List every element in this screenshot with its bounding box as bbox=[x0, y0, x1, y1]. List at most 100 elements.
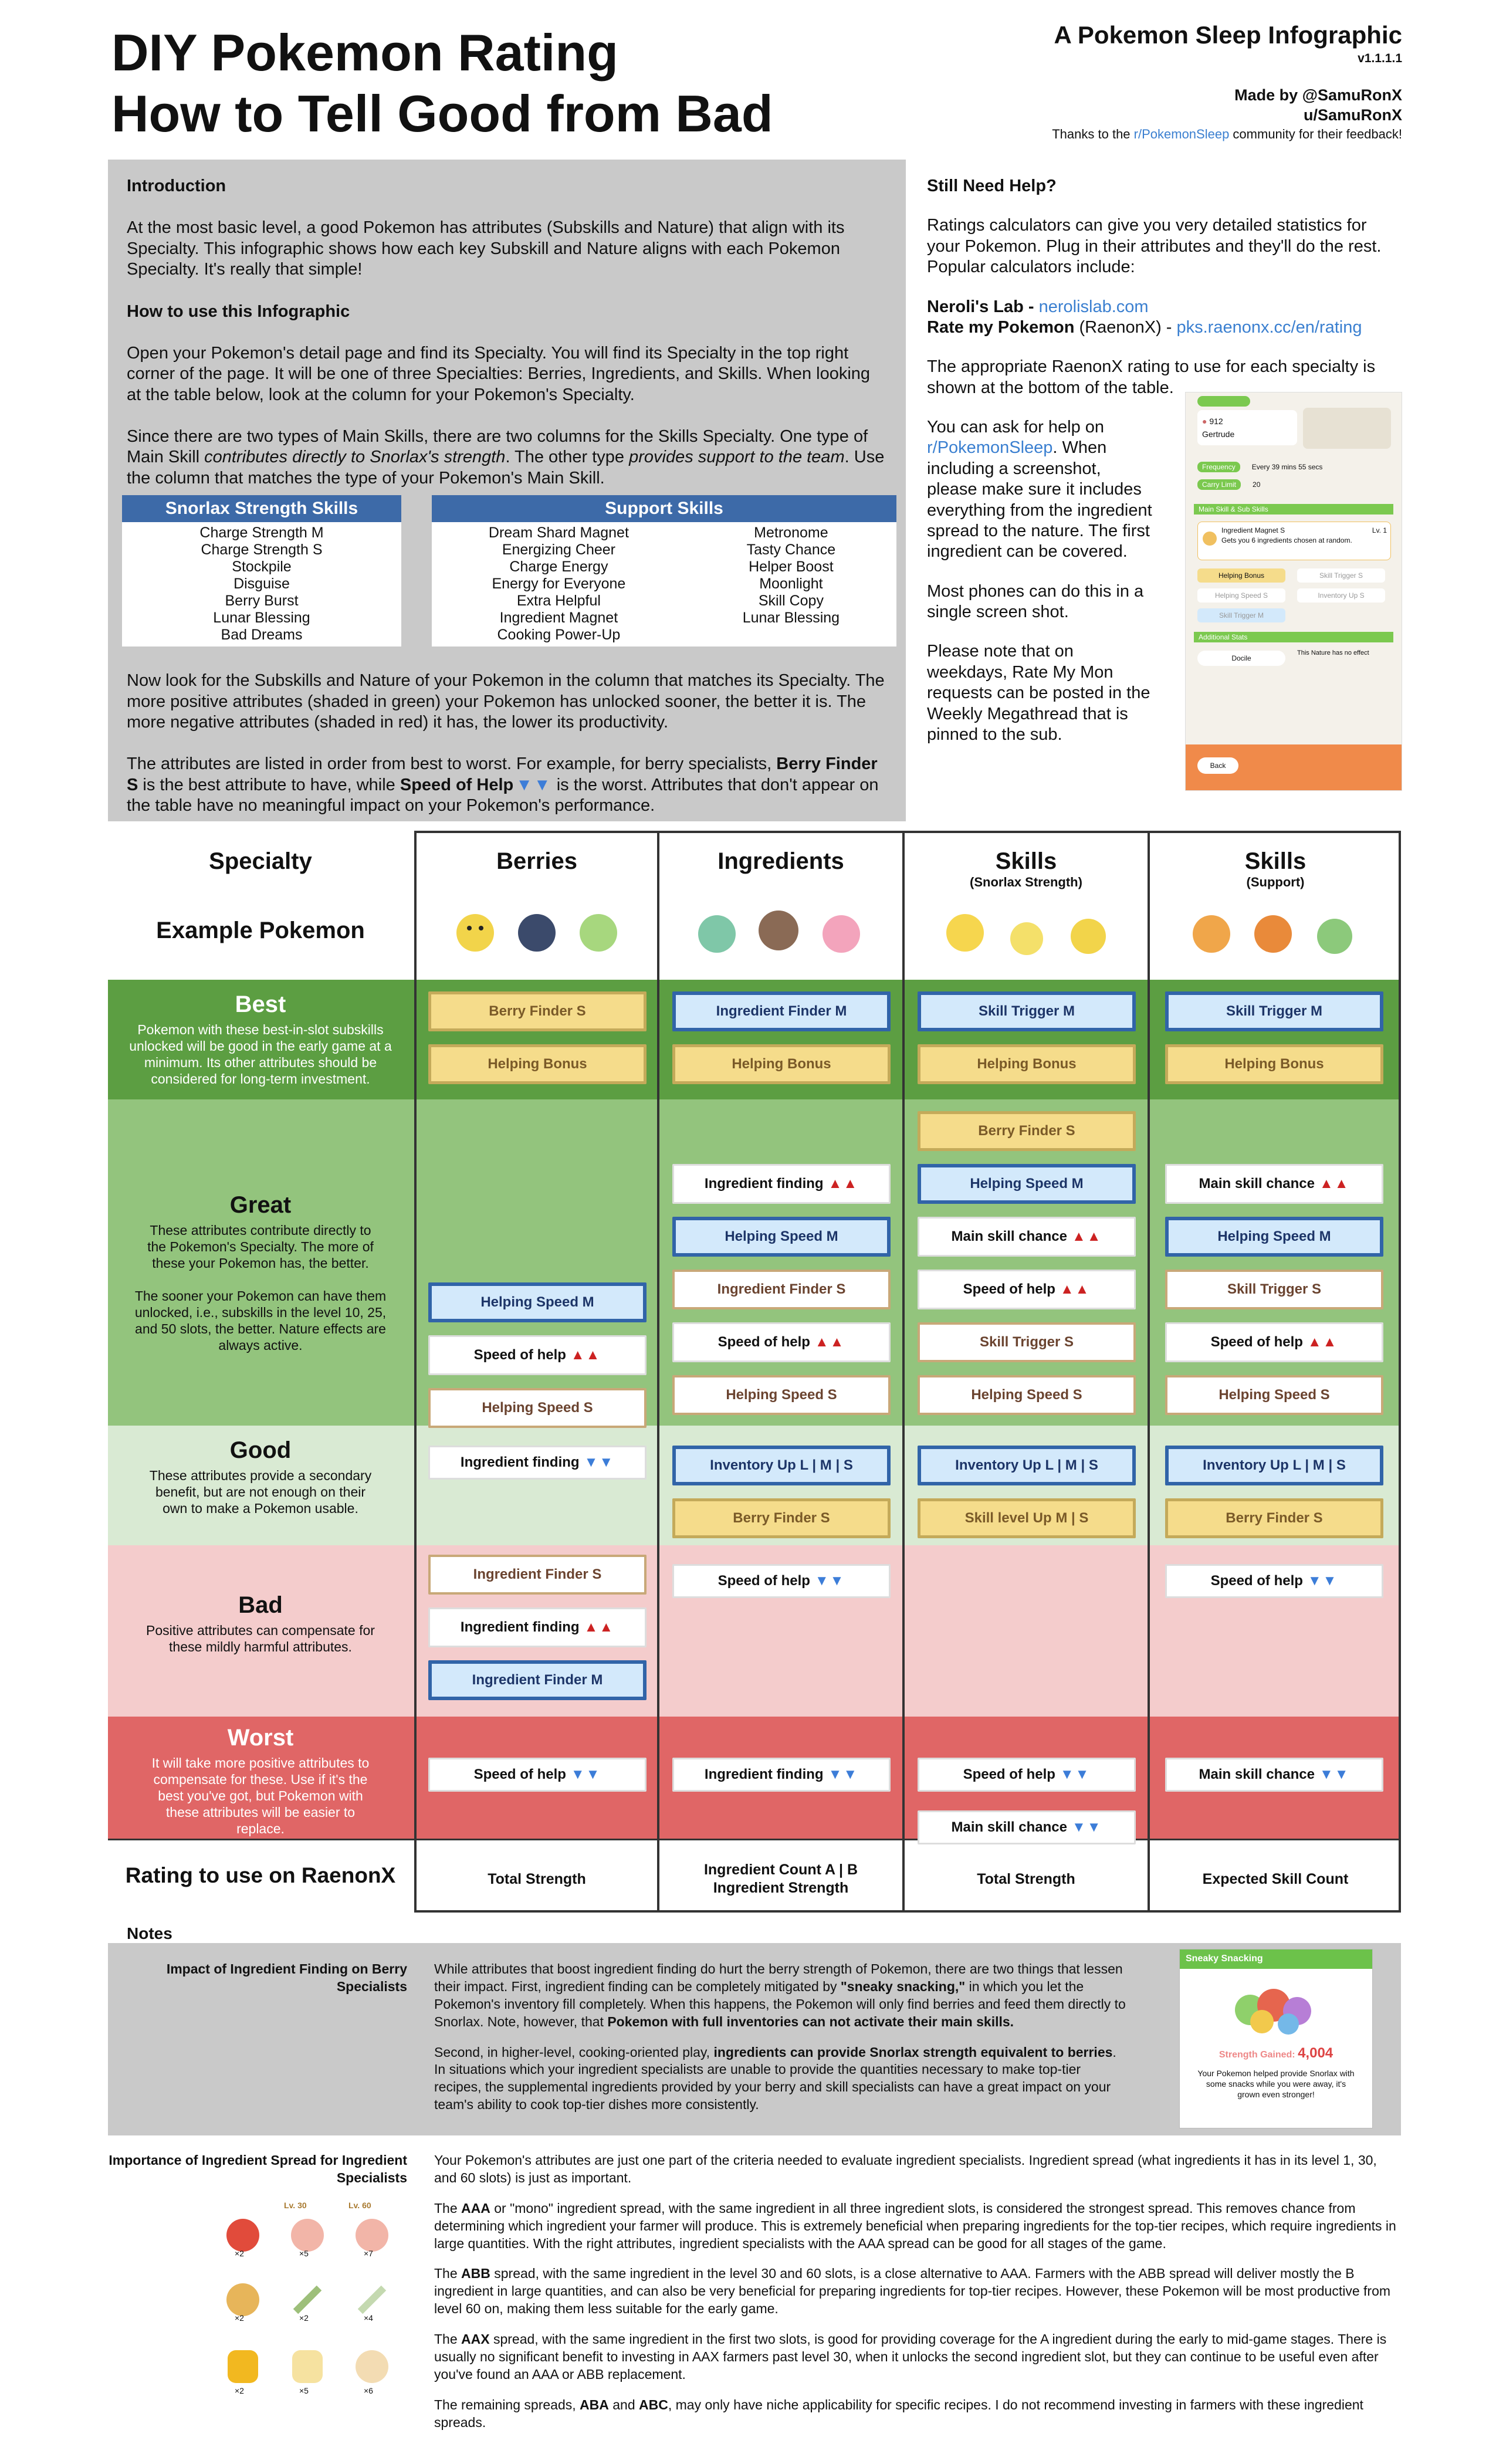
attr-pill: Skill level Up M | S bbox=[918, 1498, 1136, 1538]
attr-pill: Helping Speed M bbox=[1165, 1217, 1383, 1257]
attr-pill: Main skill chance▼▼ bbox=[918, 1810, 1136, 1844]
table-frame bbox=[414, 831, 1401, 1913]
snorlax-skills-title: Snorlax Strength Skills bbox=[122, 495, 401, 522]
rating-skills-support: Expected Skill Count bbox=[1202, 1871, 1349, 1887]
thanks-line: Thanks to the r/PokemonSleep community f… bbox=[1052, 127, 1402, 141]
skill-list-item: Disguise bbox=[233, 576, 290, 592]
attr-pill: Helping Speed M bbox=[672, 1217, 891, 1257]
tier-worst: Worst It will take more positive attribu… bbox=[151, 1725, 370, 1837]
note1-label: Impact of Ingredient Finding on Berry Sp… bbox=[166, 1961, 407, 1994]
attr-pill: Main skill chance▼▼ bbox=[1165, 1758, 1383, 1792]
strength-value: 4,004 bbox=[1298, 2045, 1333, 2061]
attr-pill: Ingredient Finder S bbox=[672, 1270, 891, 1309]
ingredient-icons bbox=[226, 2219, 388, 2383]
intro-heading: Introduction bbox=[127, 177, 226, 195]
attr-pill: Ingredient finding▼▼ bbox=[672, 1758, 891, 1792]
help-paragraph: Ratings calculators can give you very de… bbox=[927, 216, 1382, 277]
how-to-paragraph: Open your Pokemon's detail page and find… bbox=[127, 343, 871, 404]
pokemon-sprite-icon bbox=[1193, 915, 1352, 954]
version-label: v1.1.1.1 bbox=[1358, 52, 1402, 65]
column-skills-snorlax: Skills (Snorlax Strength) bbox=[970, 848, 1082, 889]
skill-list-item: Moonlight bbox=[759, 576, 823, 592]
raenonx-link[interactable]: pks.raenonx.cc/en/rating bbox=[1176, 317, 1362, 337]
attr-pill: Skill Trigger M bbox=[918, 991, 1136, 1031]
ingredient-spread-examples: Lv. 30 Lv. 60 ×2 ×5 ×7 ×2 ×2 ×4 ×2 ×5 ×6 bbox=[219, 2200, 413, 2399]
skill-list-item: Energizing Cheer bbox=[502, 541, 615, 558]
skill-list-item: Lunar Blessing bbox=[742, 610, 840, 626]
subreddit-link[interactable]: r/PokemonSleep bbox=[1133, 127, 1230, 141]
sneaky-snacking-title: Sneaky Snacking bbox=[1180, 1949, 1372, 1969]
specialty-label: Specialty bbox=[209, 848, 312, 874]
author-block: Made by @SamuRonX u/SamuRonX bbox=[1234, 86, 1402, 126]
attr-pill: Inventory Up L | M | S bbox=[672, 1446, 891, 1485]
pokemon-sprite-icon bbox=[698, 911, 860, 953]
subreddit-link-2[interactable]: r/PokemonSleep bbox=[927, 438, 1053, 458]
intro-paragraph: At the most basic level, a good Pokemon … bbox=[127, 218, 845, 279]
phone-pokemon-name: Gertrude bbox=[1202, 429, 1235, 439]
skill-list-item: Extra Helpful bbox=[516, 593, 601, 609]
ingredients-pokemon-sprites bbox=[688, 892, 875, 956]
attr-pill: Berry Finder S bbox=[1165, 1498, 1383, 1538]
skills-pokemon-sprites bbox=[933, 892, 1126, 956]
skill-list-item: Lunar Blessing bbox=[213, 610, 310, 626]
ask-help-paragraph: You can ask for help on r/PokemonSleep. … bbox=[927, 418, 1152, 561]
note1-text: While attributes that boost ingredient f… bbox=[434, 1961, 1126, 2113]
attr-pill: Helping Bonus bbox=[1165, 1044, 1383, 1084]
attr-pill: Inventory Up L | M | S bbox=[1165, 1446, 1383, 1485]
attr-pill: Main skill chance▲▲ bbox=[918, 1217, 1136, 1257]
attr-pill: Ingredient finding▲▲ bbox=[428, 1607, 647, 1647]
column-skills-support: Skills (Support) bbox=[1244, 848, 1307, 889]
made-by: Made by @SamuRonX bbox=[1234, 86, 1402, 104]
skill-list-item: Cooking Power-Up bbox=[497, 627, 621, 643]
attr-pill: Speed of help▼▼ bbox=[1165, 1564, 1383, 1598]
column-ingredients: Ingredients bbox=[717, 848, 844, 874]
tier-great: Great These attributes contribute direct… bbox=[134, 1192, 387, 1353]
attr-pill: Ingredient Finder M bbox=[428, 1660, 647, 1700]
attr-pill: Helping Speed S bbox=[918, 1375, 1136, 1415]
phone-skill-desc: Gets you 6 ingredients chosen at random. bbox=[1221, 536, 1352, 544]
attr-pill: Helping Speed S bbox=[428, 1388, 647, 1428]
attr-pill: Helping Speed M bbox=[918, 1164, 1136, 1204]
neroli-link[interactable]: nerolislab.com bbox=[1038, 297, 1149, 316]
attr-pill: Speed of help▼▼ bbox=[918, 1758, 1136, 1792]
attr-pill: Speed of help▲▲ bbox=[672, 1322, 891, 1362]
skill-list-item: Bad Dreams bbox=[221, 627, 303, 643]
tier-good: Good These attributes provide a secondar… bbox=[149, 1437, 372, 1517]
phone-back-button: Back bbox=[1197, 757, 1238, 774]
pokemon-sprite-icon bbox=[456, 914, 617, 952]
intro-box: Introduction At the most basic level, a … bbox=[108, 160, 906, 821]
support-pokemon-sprites bbox=[1179, 892, 1373, 956]
attr-pill: Helping Bonus bbox=[918, 1044, 1136, 1084]
skill-list-item: Tasty Chance bbox=[746, 541, 836, 558]
phone-frequency: Every 39 mins 55 secs bbox=[1251, 463, 1323, 471]
column-berries: Berries bbox=[496, 848, 577, 874]
title-line-1: DIY Pokemon Rating bbox=[111, 23, 618, 82]
skill-list-item: Energy for Everyone bbox=[492, 576, 626, 592]
notes-heading: Notes bbox=[127, 1924, 172, 1942]
skill-list-item: Skill Copy bbox=[758, 593, 824, 609]
phone-nature: Docile bbox=[1197, 651, 1285, 666]
attr-pill: Berry Finder S bbox=[918, 1111, 1136, 1151]
attr-pill: Helping Speed S bbox=[672, 1375, 891, 1415]
phone-skills-header: Main Skill & Sub Skills bbox=[1194, 504, 1393, 515]
help-section: Still Need Help? Ratings calculators can… bbox=[927, 176, 1396, 764]
attr-pill: Inventory Up L | M | S bbox=[918, 1446, 1136, 1485]
attr-pill: Helping Speed M bbox=[428, 1282, 647, 1322]
help-heading: Still Need Help? bbox=[927, 177, 1057, 195]
note2-text: Your Pokemon's attributes are just one p… bbox=[434, 2152, 1396, 2430]
phones-note: Most phones can do this in a single scre… bbox=[927, 581, 1144, 621]
phone-screenshot: ● 912 Gertrude Frequency Every 39 mins 5… bbox=[1185, 392, 1402, 791]
skill-list-item: Metronome bbox=[754, 524, 828, 541]
skill-list-item: Berry Burst bbox=[225, 593, 299, 609]
attr-pill: Berry Finder S bbox=[672, 1498, 891, 1538]
attr-pill: Speed of help▲▲ bbox=[1165, 1322, 1383, 1362]
example-pokemon-label: Example Pokemon bbox=[156, 918, 365, 943]
attr-pill: Speed of help▼▼ bbox=[672, 1564, 891, 1598]
pokemon-sprite-icon bbox=[946, 914, 1106, 955]
attr-pill: Berry Finder S bbox=[428, 991, 647, 1031]
attr-pill: Main skill chance▲▲ bbox=[1165, 1164, 1383, 1204]
attr-pill: Ingredient Finder S bbox=[428, 1555, 647, 1595]
attr-pill: Skill Trigger S bbox=[918, 1322, 1136, 1362]
sneaky-snacking-card: Sneaky Snacking Strength Gained: 4,004 Y… bbox=[1179, 1949, 1373, 2128]
